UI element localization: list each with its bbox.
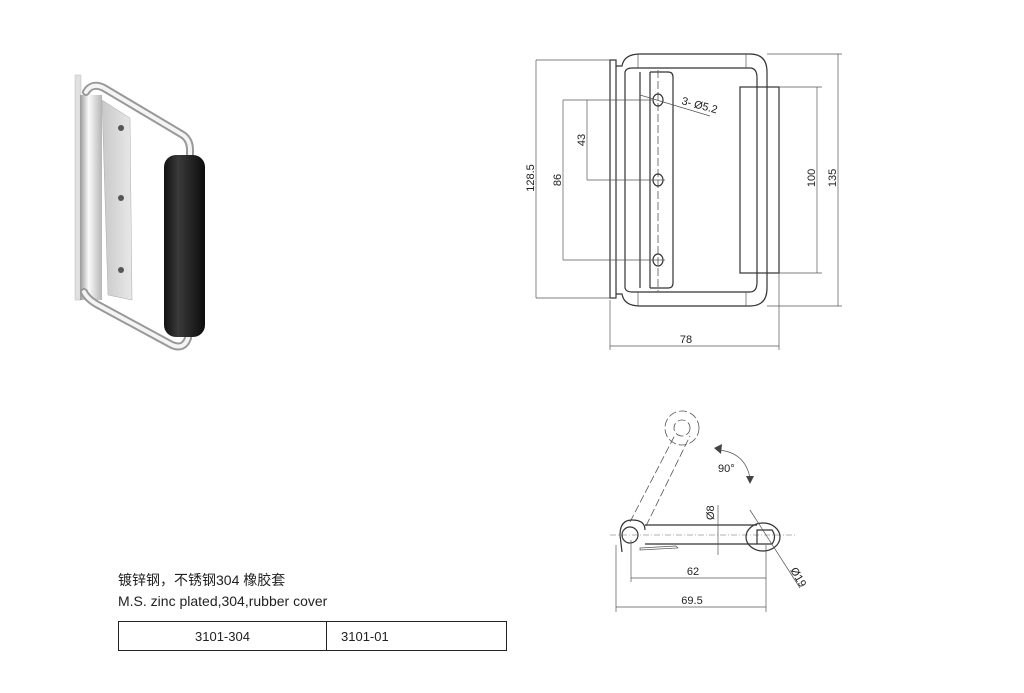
- hole-callout: 3- Ø5.2: [680, 95, 719, 116]
- dim-100: 100: [806, 169, 818, 187]
- model-cell: 3101-304: [119, 622, 327, 650]
- side-view: 90° Ø8 Ø19 62 69.5: [610, 410, 808, 612]
- dim-135: 135: [827, 169, 839, 187]
- front-view: 128.5 86 43 100 135 78 3- Ø5.2: [525, 53, 842, 350]
- model-table: 3101-304 3101-01: [118, 621, 507, 651]
- dim-128-5: 128.5: [525, 164, 537, 192]
- mount-hole: [652, 93, 664, 107]
- dim-62: 62: [687, 566, 699, 578]
- material-english: M.S. zinc plated,304,rubber cover: [118, 593, 328, 609]
- dim-43: 43: [576, 134, 588, 146]
- dim-wire-dia: Ø8: [705, 505, 717, 520]
- dim-grip-dia: Ø19: [787, 566, 808, 590]
- rotation-angle: 90°: [718, 463, 735, 475]
- dim-86: 86: [552, 174, 564, 186]
- product-3d-render: [74, 74, 205, 351]
- dim-78: 78: [680, 334, 692, 346]
- dim-69-5: 69.5: [681, 595, 702, 607]
- model-cell: 3101-01: [341, 628, 389, 644]
- grip-outline: [739, 86, 780, 274]
- material-chinese: 镀锌钢，不锈钢304 橡胶套: [118, 572, 286, 588]
- rubber-grip: [164, 155, 205, 337]
